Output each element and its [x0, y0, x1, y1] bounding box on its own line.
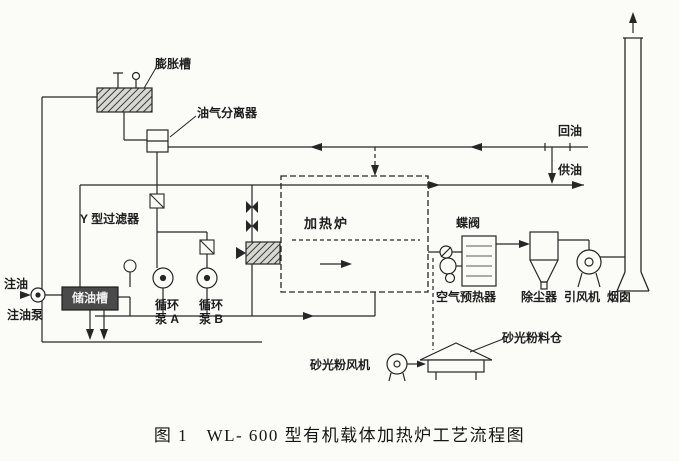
sanding-silo-shape [419, 342, 493, 380]
label-supply-oil: 供油 [558, 163, 583, 177]
label-inject-pump: 注油泵 [7, 308, 44, 322]
flow-arrows [20, 12, 637, 368]
figure-caption: 图 1 WL- 600 型有机载体加热炉工艺流程图 [153, 426, 526, 445]
chimney-shape [616, 37, 650, 292]
dust-collector-shape [529, 231, 559, 290]
label-air-preheater: 空气预热器 [436, 290, 497, 304]
butterfly-valve-symbol [439, 245, 453, 259]
label-sanding-silo: 砂光粉料仓 [502, 331, 563, 345]
furnace-inner-arrow-line [320, 22, 634, 265]
label-oil-inject: 注油 [4, 277, 29, 291]
label-return-oil: 回油 [558, 124, 583, 138]
label-expansion-tank: 膨胀槽 [155, 57, 192, 71]
burner-shape [236, 241, 281, 265]
label-circulation-pump-b: 循环 泵 B [198, 298, 223, 327]
inject-pump-symbol [30, 287, 46, 303]
storage-tank-shape [61, 286, 119, 311]
circulation-pump-b-symbol [196, 267, 218, 289]
label-storage-tank: 储油槽 [71, 291, 108, 305]
label-dust-collector: 除尘器 [521, 290, 558, 304]
valve-symbols [246, 201, 258, 232]
label-circulation-pump-a: 循环 泵 A [154, 298, 179, 327]
y-filter-symbols [149, 193, 215, 255]
air-preheater-shape [439, 235, 497, 287]
draft-fan-symbol [576, 249, 602, 288]
label-oil-gas-separator: 油气分离器 [197, 106, 258, 120]
furnace-shape [280, 175, 429, 293]
expansion-tank-shape [96, 71, 153, 113]
label-chimney: 烟囱 [607, 290, 632, 304]
piping-lines [20, 65, 625, 365]
label-furnace: 加热炉 [304, 216, 350, 231]
label-y-filter: Y 型过滤器 [80, 212, 140, 226]
pressure-gauge-symbol [123, 259, 137, 273]
sanding-fan-symbol [386, 353, 408, 382]
oil-gas-separator-shape [146, 129, 169, 153]
circulation-pump-a-symbol [152, 267, 174, 289]
label-butterfly-valve: 蝶阀 [456, 216, 481, 230]
label-draft-fan: 引风机 [564, 290, 601, 304]
label-sanding-fan: 砂光粉风机 [310, 358, 371, 372]
